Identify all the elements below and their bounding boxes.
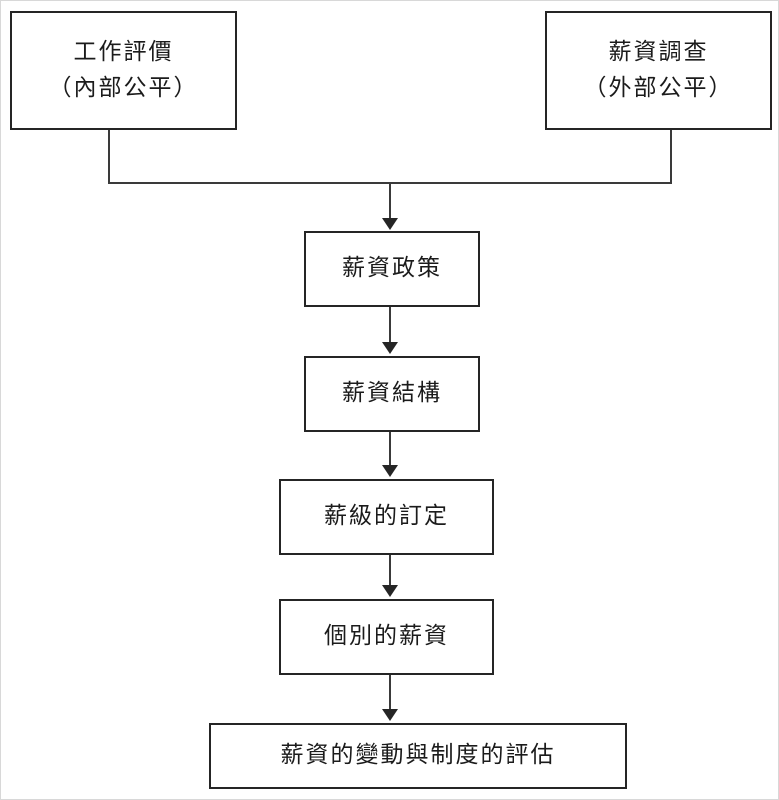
connector-job-evaluation-riser xyxy=(108,130,110,184)
connector-bus-to-salary-policy xyxy=(389,182,391,220)
node-job-evaluation-line-1: 工作評價 xyxy=(73,38,174,65)
arrowhead-to-salary-policy xyxy=(382,218,398,230)
arrowhead-to-salary-grade xyxy=(382,465,398,477)
arrowhead-to-pay-review xyxy=(382,709,398,721)
node-individual-pay-label: 個別的薪資 xyxy=(324,623,449,650)
node-job-evaluation-line-2: （內部公平） xyxy=(48,74,199,101)
node-salary-survey-line-1: 薪資調查 xyxy=(608,38,709,65)
node-salary-structure-label: 薪資結構 xyxy=(342,380,442,407)
connector-salary-survey-riser xyxy=(670,130,672,184)
node-salary-structure[interactable]: 薪資結構 xyxy=(304,356,480,432)
node-salary-policy-label: 薪資政策 xyxy=(342,255,442,282)
node-salary-policy[interactable]: 薪資政策 xyxy=(304,231,480,307)
node-individual-pay[interactable]: 個別的薪資 xyxy=(279,599,494,675)
node-salary-survey-line-2: （外部公平） xyxy=(583,74,734,101)
node-salary-grade-label: 薪級的訂定 xyxy=(324,503,449,530)
connector-policy-to-structure xyxy=(389,307,391,343)
connector-structure-to-grade xyxy=(389,432,391,466)
node-salary-survey[interactable]: 薪資調查 （外部公平） xyxy=(545,11,772,130)
connector-individual-to-review xyxy=(389,675,391,710)
node-salary-grade[interactable]: 薪級的訂定 xyxy=(279,479,494,555)
node-pay-review[interactable]: 薪資的變動與制度的評估 xyxy=(209,723,627,789)
node-job-evaluation[interactable]: 工作評價 （內部公平） xyxy=(10,11,237,130)
connector-grade-to-individual xyxy=(389,555,391,586)
arrowhead-to-salary-structure xyxy=(382,342,398,354)
node-pay-review-label: 薪資的變動與制度的評估 xyxy=(280,742,556,769)
arrowhead-to-individual-pay xyxy=(382,585,398,597)
